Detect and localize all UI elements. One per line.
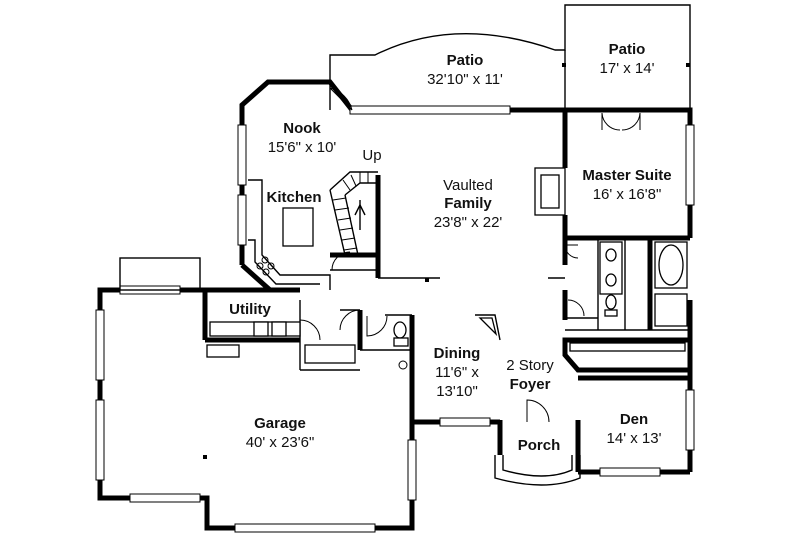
patio-outline <box>329 4 691 110</box>
dims-nook: 15'6" x 10' <box>268 139 337 156</box>
label-foyer-2story: 2 Story <box>506 357 554 374</box>
label-dining: Dining <box>434 345 481 362</box>
label-kitchen: Kitchen <box>266 189 321 206</box>
master-bath-fixtures <box>569 241 688 352</box>
dims-dining-2: 13'10" <box>436 383 478 400</box>
dims-patio-main: 32'10" x 11' <box>427 71 503 88</box>
exterior-walls <box>97 79 693 531</box>
stairs <box>329 171 378 256</box>
label-garage: Garage <box>254 415 306 432</box>
label-den: Den <box>620 411 648 428</box>
garage-projection <box>119 257 201 291</box>
dims-master-suite: 16' x 16'8" <box>593 186 662 203</box>
porch <box>494 455 581 486</box>
dims-family: 23'8" x 22' <box>434 214 503 231</box>
doors <box>299 87 641 423</box>
interior-walls <box>202 110 693 422</box>
label-foyer: Foyer <box>510 376 551 393</box>
room-labels: Patio 32'10" x 11' Patio 17' x 14' Nook … <box>229 41 671 454</box>
label-stair-up: Up <box>362 147 381 164</box>
label-utility: Utility <box>229 301 271 318</box>
label-nook: Nook <box>283 120 321 137</box>
wall-markers <box>203 63 690 459</box>
dims-patio-side: 17' x 14' <box>600 60 655 77</box>
label-porch: Porch <box>518 437 561 454</box>
dims-garage: 40' x 23'6" <box>246 434 315 451</box>
dims-den: 14' x 13' <box>607 430 662 447</box>
label-patio-side: Patio <box>609 41 646 58</box>
dining-details <box>475 314 501 341</box>
label-family: Family <box>444 195 492 212</box>
powder-room <box>393 321 409 370</box>
label-family-vaulted: Vaulted <box>443 177 493 194</box>
utility-fixtures <box>206 321 356 364</box>
label-master-suite: Master Suite <box>582 167 671 184</box>
label-patio-main: Patio <box>447 52 484 69</box>
kitchen-counters <box>248 179 331 290</box>
dims-dining-1: 11'6" x <box>435 364 479 381</box>
